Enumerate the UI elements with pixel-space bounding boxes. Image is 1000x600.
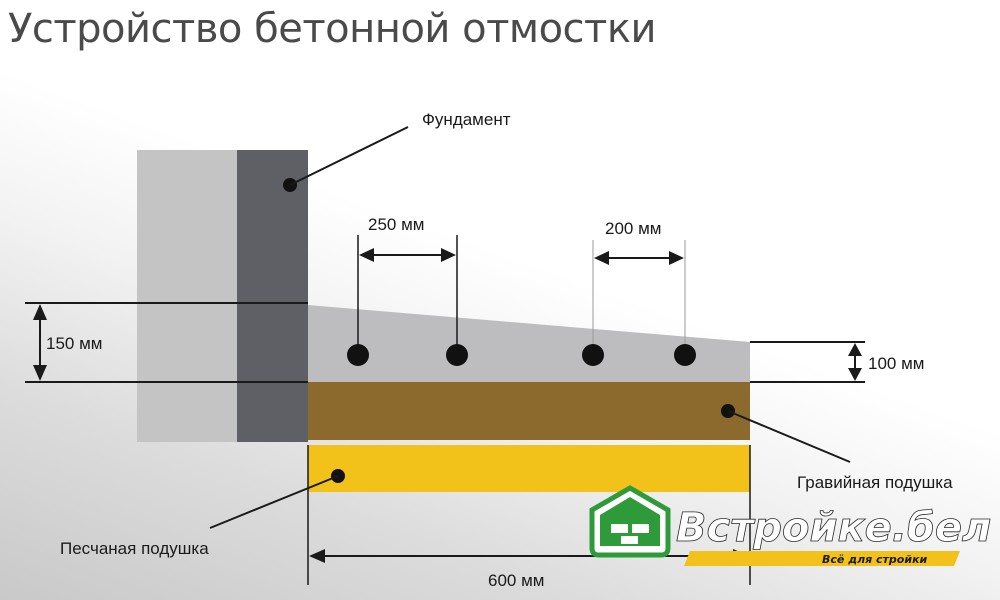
gravel-label: Гравийная подушка [797,473,953,492]
brand-name: Встройке.бел [676,505,991,551]
dim-250-arrow-head-left [359,248,374,262]
dim-250-label: 250 мм [368,215,424,234]
foundation-leader [289,126,409,186]
foundation-label: Фундамент [422,110,511,129]
brand-tagline-bar [684,551,960,566]
gravel-cushion [308,382,750,440]
dim-150-arrow-head-bottom [33,365,47,381]
sand-cushion [308,445,750,492]
rebar-dot [674,344,696,366]
dim-100-arrow-head-top [848,343,862,356]
dim-200-label: 200 мм [605,219,661,238]
dim-200-arrow-head-right [669,251,684,265]
dim-250-arrow-head-right [441,248,456,262]
rebar-dot [446,344,468,366]
wall-block [137,150,237,442]
dim-600-arrow-head-left [309,549,325,563]
dim-100-label: 100 мм [868,354,924,373]
dim-200-arrow-head-left [594,251,609,265]
sand-leader [209,475,339,529]
page-title: Устройство бетонной отмостки [8,6,657,52]
brand-tagline: Всё для стройки [822,553,928,566]
dim-100-arrow-head-bottom [848,368,862,381]
brand-logo: Встройке.бел Всё для стройки [589,485,992,566]
gravel-leader [727,410,851,463]
sand-label: Песчаная подушка [60,539,209,558]
rebar-dot [582,344,604,366]
dim-600-label: 600 мм [488,571,544,590]
concrete-slab [308,305,750,382]
dim-150-label: 150 мм [46,334,102,353]
dim-150-arrow-head-top [33,304,47,320]
foundation-block [237,150,308,442]
rebar-dot [347,344,369,366]
